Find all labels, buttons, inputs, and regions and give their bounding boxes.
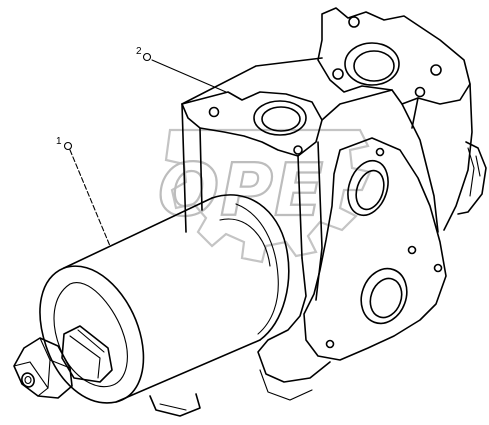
callout-2-marker [142, 52, 152, 62]
watermark: OPE [157, 128, 372, 264]
valve-body [181, 7, 487, 401]
callout-1-label: 1 [56, 136, 62, 147]
callout-2-label: 2 [136, 46, 142, 57]
callout-2: 2 [136, 46, 227, 93]
solenoid-coil [39, 194, 290, 417]
callout-1: 1 [56, 136, 111, 247]
gear-logo-icon [164, 128, 372, 264]
callout-1-marker [63, 141, 73, 151]
solenoid-nut [13, 325, 113, 399]
